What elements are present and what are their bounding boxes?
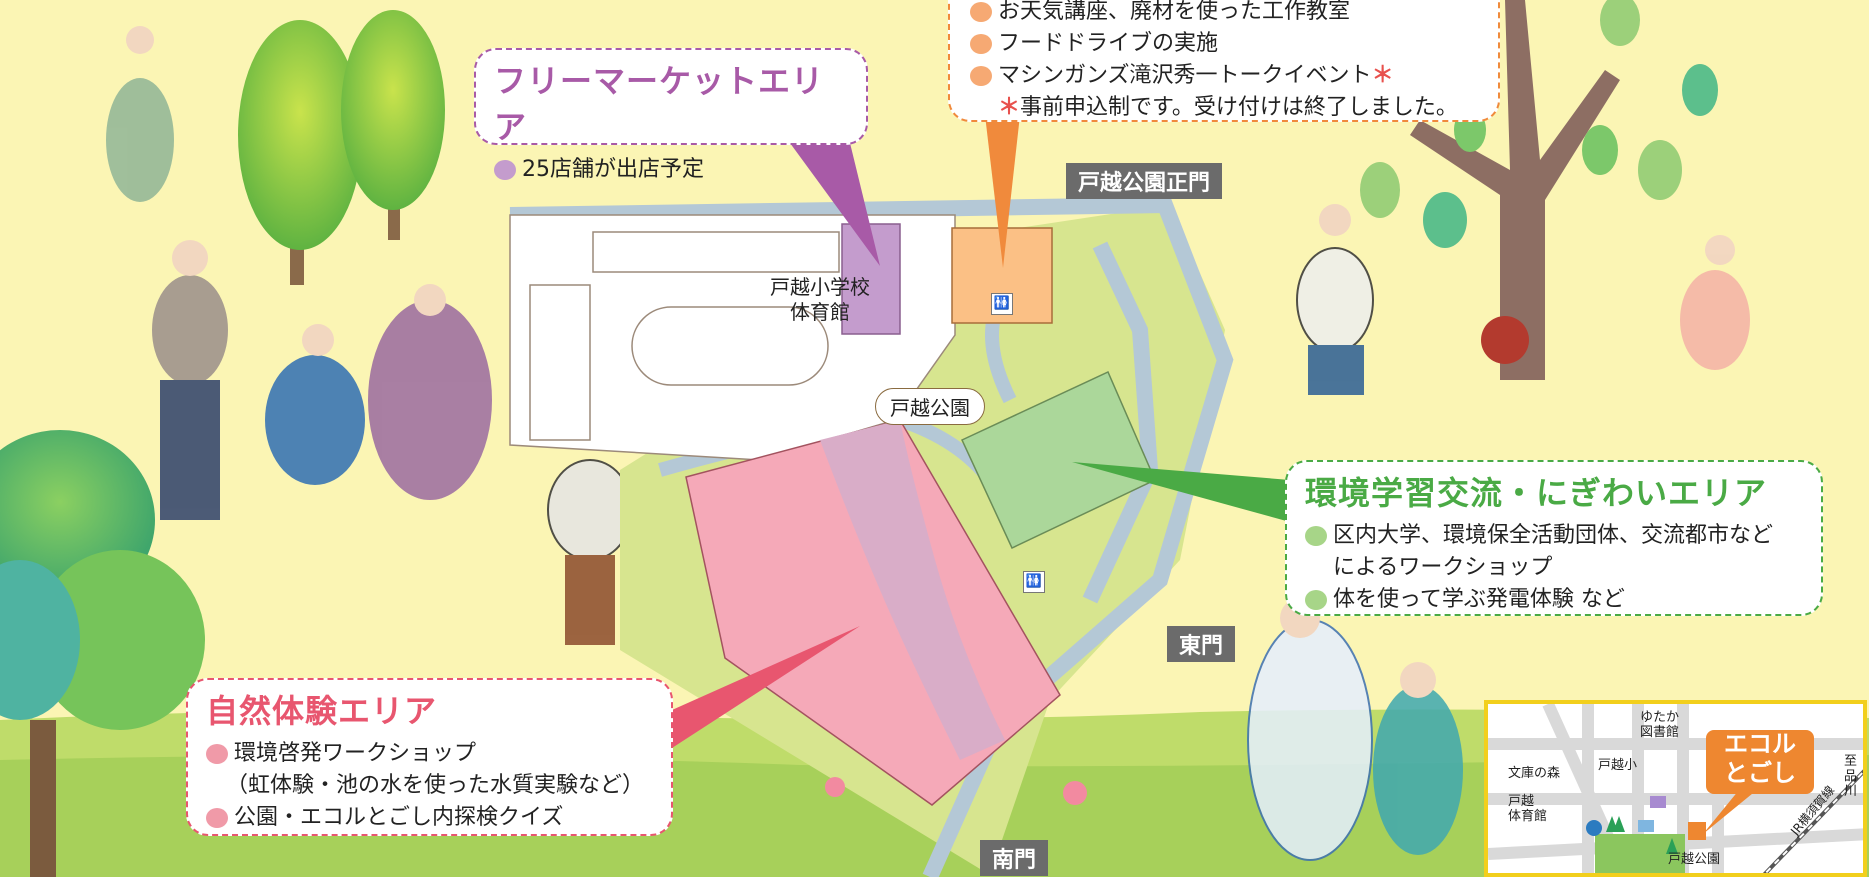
bullet-dot-icon: [970, 66, 992, 86]
main-gate-label: 戸越公園正門: [1066, 163, 1223, 199]
nature-area-callout: 自然体験エリア 環境啓発ワークショップ （虹体験・池の水を使った水質実験など） …: [186, 678, 673, 836]
flea-market-title: フリーマーケットエリア: [494, 62, 825, 146]
minimap-yutaka-label: ゆたか 図書館: [1640, 710, 1679, 740]
minimap-shinagawa-label: 至 品 川: [1844, 754, 1857, 799]
people-illustration: [106, 26, 1750, 861]
school-label-line1: 戸越小学校: [770, 275, 870, 299]
env-area-title: 環境学習交流・にぎわいエリア: [1305, 474, 1768, 512]
flea-market-item: 25店舗が出店予定: [494, 154, 852, 186]
minimap-shinagawa-line3: 川: [1844, 784, 1858, 799]
minimap-yutaka-line1: ゆたか: [1640, 710, 1680, 725]
flea-market-item-text: 25店舗が出店予定: [522, 157, 704, 182]
bullet-dot-icon: [206, 808, 228, 828]
orange-item-cut: お天気講座、廃材を使った工作教室: [970, 0, 1482, 28]
orange-note-text: 事前申込制です。受け付けは終了しました。: [1020, 95, 1458, 120]
bullet-dot-icon: [206, 744, 228, 764]
orange-note: ＊ 事前申込制です。受け付けは終了しました。: [970, 92, 1482, 124]
flea-market-pointer: [790, 143, 880, 266]
minimap-shinagawa-line1: 至: [1844, 754, 1858, 769]
bullet-dot-icon: [494, 160, 516, 180]
bullet-dot-icon: [970, 2, 992, 22]
env-item-2-text: 体を使って学ぶ発電体験 など: [1333, 587, 1625, 612]
south-gate-label: 南門: [980, 840, 1049, 876]
env-item-1-continued: によるワークショップ: [1333, 555, 1553, 580]
gym-icon: [1586, 820, 1602, 836]
tree-icon: [1613, 816, 1625, 832]
minimap-bunko-label: 文庫の森: [1508, 766, 1561, 781]
minimap-gym-line2: 体育館: [1508, 809, 1548, 824]
asterisk-mark: ＊: [998, 95, 1021, 120]
minimap-yutaka-line2: 図書館: [1640, 725, 1680, 740]
env-item-2: 体を使って学ぶ発電体験 など: [1305, 584, 1807, 616]
school-icon: [1638, 820, 1654, 832]
orange-item-talk-text: マシンガンズ滝沢秀一トークイベント: [998, 63, 1372, 88]
inset-minimap: ゆたか 図書館 文庫の森 戸越小 戸越 体育館 戸越公園 エコル とごし 至 品…: [1484, 700, 1867, 877]
nature-item-1-sub: （虹体験・池の水を使った水質実験など）: [226, 773, 645, 798]
bullet-dot-icon: [1305, 526, 1327, 546]
orange-item-food-text: フードドライブの実施: [998, 31, 1219, 56]
env-area-callout: 環境学習交流・にぎわいエリア 区内大学、環境保全活動団体、交流都市など によるワ…: [1285, 460, 1823, 616]
tree-left-bottom: [0, 430, 205, 877]
toilet-icon: 🚻: [991, 293, 1013, 315]
nature-item-1-text: 環境啓発ワークショップ: [234, 741, 477, 766]
ecoll-line1: エコル: [1724, 730, 1796, 758]
minimap-school-label: 戸越小: [1598, 758, 1638, 773]
minimap-gym-line1: 戸越: [1508, 794, 1535, 809]
orange-item-food: フードドライブの実施: [970, 28, 1482, 60]
nature-item-1: 環境啓発ワークショップ: [206, 738, 657, 770]
tree-left-top: [238, 10, 445, 285]
orange-item-talk: マシンガンズ滝沢秀一トークイベント ＊: [970, 60, 1482, 92]
ecoll-line2: とごし: [1724, 759, 1796, 787]
bullet-dot-icon: [1305, 590, 1327, 610]
nature-area-title: 自然体験エリア: [206, 692, 438, 730]
bullet-dot-icon: [970, 34, 992, 54]
orange-area-callout: お天気講座、廃材を使った工作教室 フードドライブの実施 マシンガンズ滝沢秀一トー…: [948, 0, 1500, 122]
orange-pointer: [985, 115, 1020, 268]
school-label-line2: 体育館: [790, 300, 850, 324]
minimap-park-label: 戸越公園: [1668, 852, 1721, 867]
school-gym-label: 戸越小学校 体育館: [765, 275, 875, 325]
nature-pointer: [672, 626, 860, 748]
ecoll-togoshi-badge: エコル とごし: [1706, 730, 1814, 794]
park-map: [509, 196, 1234, 877]
park-label: 戸越公園: [875, 388, 985, 425]
library-icon: [1650, 796, 1666, 808]
east-gate-label: 東門: [1167, 626, 1236, 662]
tree-icon: [1666, 838, 1678, 854]
nature-item-2: 公園・エコルとごし内探検クイズ: [206, 802, 657, 834]
flea-market-callout: フリーマーケットエリア 25店舗が出店予定: [474, 48, 868, 182]
minimap-shinagawa-line2: 品: [1844, 769, 1858, 784]
env-pointer: [1072, 462, 1290, 522]
nature-item-2-text: 公園・エコルとごし内探検クイズ: [234, 805, 564, 830]
ecoll-marker-icon: [1688, 822, 1706, 840]
minimap-gym-label: 戸越 体育館: [1508, 794, 1547, 824]
env-item-1-text: 区内大学、環境保全活動団体、交流都市など: [1333, 523, 1774, 548]
env-item-1: 区内大学、環境保全活動団体、交流都市など: [1305, 520, 1807, 552]
toilet-icon: 🚻: [1023, 571, 1045, 593]
orange-item-cut-text: お天気講座、廃材を使った工作教室: [998, 0, 1351, 24]
asterisk-mark: ＊: [1371, 63, 1394, 88]
